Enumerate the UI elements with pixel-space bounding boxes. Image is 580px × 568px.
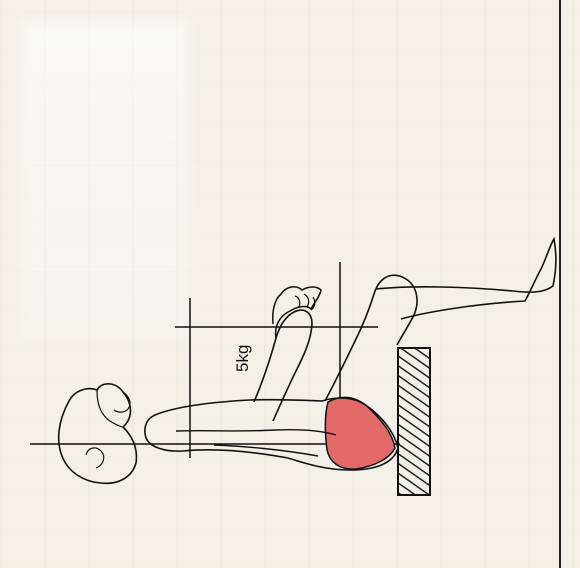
forearm-outline — [273, 287, 321, 338]
weight-label: 5kg — [233, 345, 252, 372]
face-outline — [97, 390, 122, 427]
lower-leg-outline — [376, 239, 556, 319]
nose-outline — [114, 392, 130, 412]
belly-outline — [176, 430, 336, 435]
support-block — [398, 348, 430, 495]
ear-outline — [86, 448, 104, 468]
highlighted-hip-region — [325, 397, 395, 469]
